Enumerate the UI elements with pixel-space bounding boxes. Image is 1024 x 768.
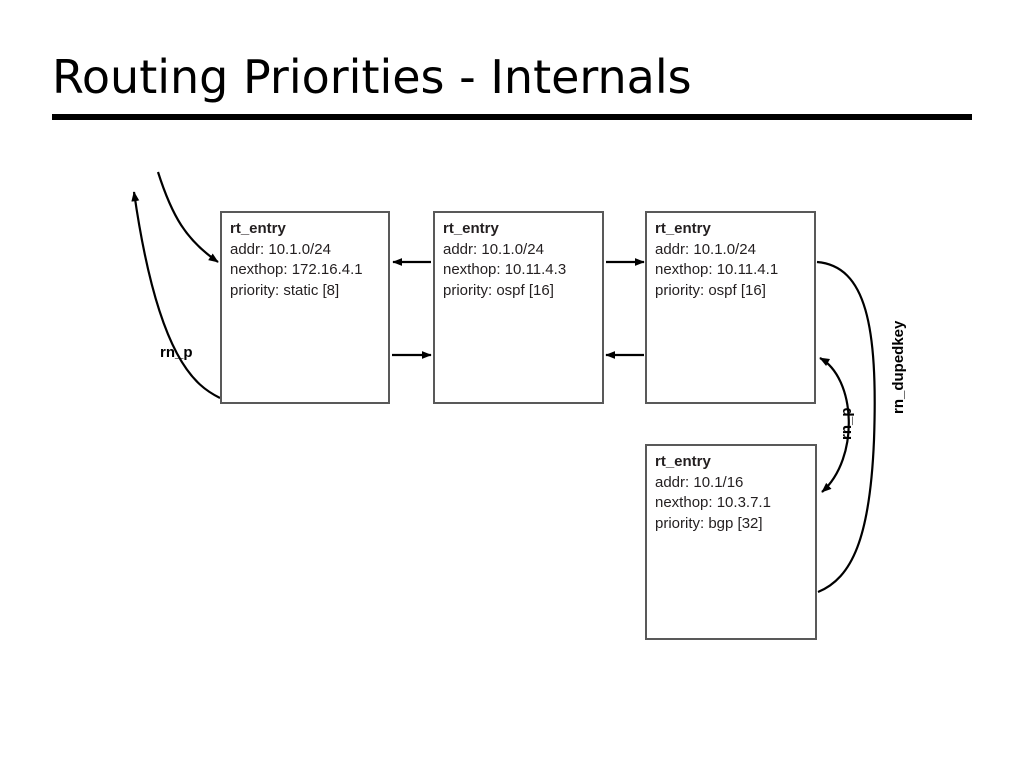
node-title: rt_entry — [655, 453, 711, 470]
node-field-nexthop: nexthop: 10.11.4.3 — [443, 261, 567, 278]
node-box-4-text: rt_entry addr: 10.1/16 nexthop: 10.3.7.1… — [647, 446, 815, 534]
node-title: rt_entry — [655, 220, 711, 237]
node-box-1[interactable]: rt_entry addr: 10.1.0/24 nexthop: 172.16… — [220, 211, 390, 404]
node-field-priority: priority: static [8] — [230, 281, 340, 299]
routing-entry-diagram: rt_entry addr: 10.1.0/24 nexthop: 172.16… — [0, 140, 1024, 700]
title-underline-rule — [52, 114, 972, 120]
node-field-nexthop: nexthop: 10.11.4.1 — [655, 261, 779, 278]
node-field-addr: addr: 10.1.0/24 — [655, 240, 756, 258]
node-field-priority: priority: ospf [16] — [655, 281, 766, 299]
node-title: rt_entry — [443, 220, 499, 237]
node-box-1-text: rt_entry addr: 10.1.0/24 nexthop: 172.16… — [222, 213, 388, 301]
edge-label-left-rn-p: rn_p — [160, 344, 193, 361]
edge-left-rn-p — [131, 191, 221, 399]
node-field-priority: priority: ospf [16] — [443, 281, 554, 299]
node-box-3[interactable]: rt_entry addr: 10.1.0/24 nexthop: 10.11.… — [645, 211, 816, 404]
page-title: Routing Priorities - Internals — [52, 50, 692, 104]
node-field-addr: addr: 10.1.0/24 — [443, 240, 544, 258]
node-title: rt_entry — [230, 220, 286, 237]
title-block: Routing Priorities - Internals — [52, 48, 972, 120]
node-box-2[interactable]: rt_entry addr: 10.1.0/24 nexthop: 10.11.… — [433, 211, 604, 404]
node-field-nexthop: nexthop: 10.3.7.1 — [655, 494, 771, 511]
node-field-nexthop: nexthop: 172.16.4.1 — [230, 261, 363, 278]
edge-label-rn-dupedkey: rn_dupedkey — [890, 320, 907, 414]
edge-label-right-rn-p: rn_p — [838, 407, 855, 440]
node-field-priority: priority: bgp [32] — [655, 514, 763, 532]
node-field-addr: addr: 10.1.0/24 — [230, 240, 331, 258]
edge-incoming-parent — [156, 171, 219, 263]
node-box-4[interactable]: rt_entry addr: 10.1/16 nexthop: 10.3.7.1… — [645, 444, 817, 640]
node-box-2-text: rt_entry addr: 10.1.0/24 nexthop: 10.11.… — [435, 213, 602, 301]
node-box-3-text: rt_entry addr: 10.1.0/24 nexthop: 10.11.… — [647, 213, 814, 301]
node-field-addr: addr: 10.1/16 — [655, 473, 744, 491]
